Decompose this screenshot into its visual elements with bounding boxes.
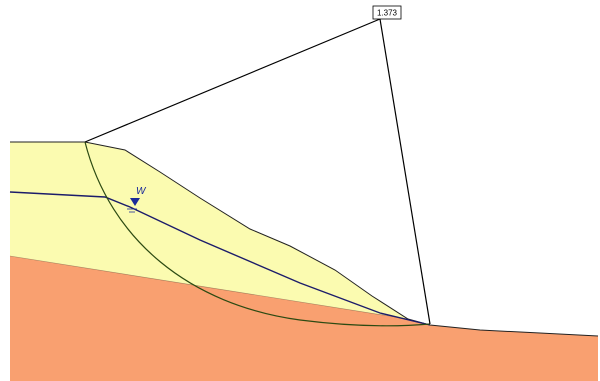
ground-surface xyxy=(10,141,599,337)
upper-soil-layer xyxy=(10,142,408,319)
water-table-marker: W xyxy=(127,186,147,213)
critical-slip-surface xyxy=(84,141,431,327)
water-table-label: W xyxy=(136,186,147,197)
water-table-line xyxy=(9,191,431,326)
water-table-triangle-icon xyxy=(130,198,140,206)
center-line-left xyxy=(84,18,381,143)
factor-of-safety-box: 1.373 xyxy=(372,5,402,20)
layer-boundary xyxy=(9,255,409,320)
center-line-right xyxy=(379,18,431,325)
factor-of-safety-frame xyxy=(372,5,402,20)
factor-of-safety-value: 1.373 xyxy=(377,9,398,18)
lower-soil-layer xyxy=(10,256,598,381)
